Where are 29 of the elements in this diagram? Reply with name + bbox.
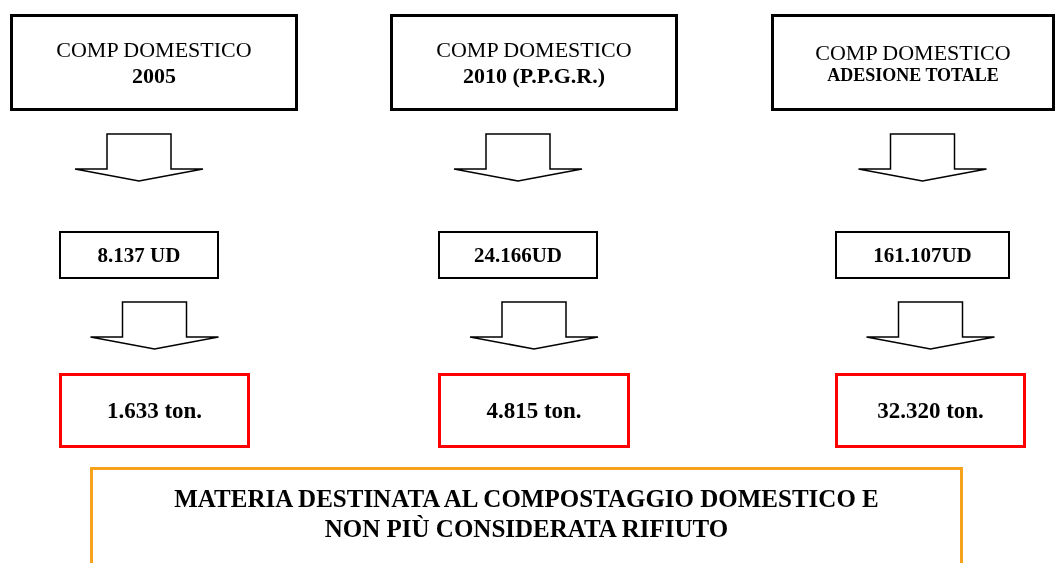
- count-box: [438, 231, 598, 279]
- block-arrow: [857, 133, 988, 182]
- value-label: 4.815 ton.: [486, 397, 582, 424]
- value-label: 161.107UD: [873, 242, 972, 268]
- result-box: [835, 373, 1026, 448]
- year-label: 2005: [132, 62, 176, 88]
- block-arrow: [74, 133, 204, 182]
- result-box: [438, 373, 630, 448]
- value-label: 24.166UD: [473, 242, 563, 268]
- block-arrow: [865, 301, 996, 350]
- block-arrow: [469, 301, 599, 350]
- stage-box: [10, 14, 298, 111]
- stage-box: [390, 14, 678, 111]
- value-label: 1.633 ton.: [106, 397, 203, 424]
- count-box: [835, 231, 1010, 279]
- block-arrow: [89, 301, 220, 350]
- result-box: [59, 373, 250, 448]
- value-label: 32.320 ton.: [877, 397, 984, 424]
- box-heading: COMP DOMESTICO: [56, 37, 252, 63]
- stage-box: [771, 14, 1055, 111]
- note-box: [90, 467, 963, 563]
- box-heading: COMP DOMESTICO: [815, 39, 1011, 65]
- year-label: 2010 (P.P.G.R.): [463, 62, 605, 88]
- count-box: [59, 231, 219, 279]
- box-heading: COMP DOMESTICO: [436, 37, 632, 63]
- note-text: MATERIA DESTINATA AL COMPOSTAGGIO DOMESTICO E NON PIÙ CONSIDERATA RIFIUTO: [173, 484, 880, 544]
- block-arrow: [453, 133, 583, 182]
- value-label: 8.137 UD: [97, 242, 181, 268]
- year-label: ADESIONE TOTALE: [827, 64, 999, 86]
